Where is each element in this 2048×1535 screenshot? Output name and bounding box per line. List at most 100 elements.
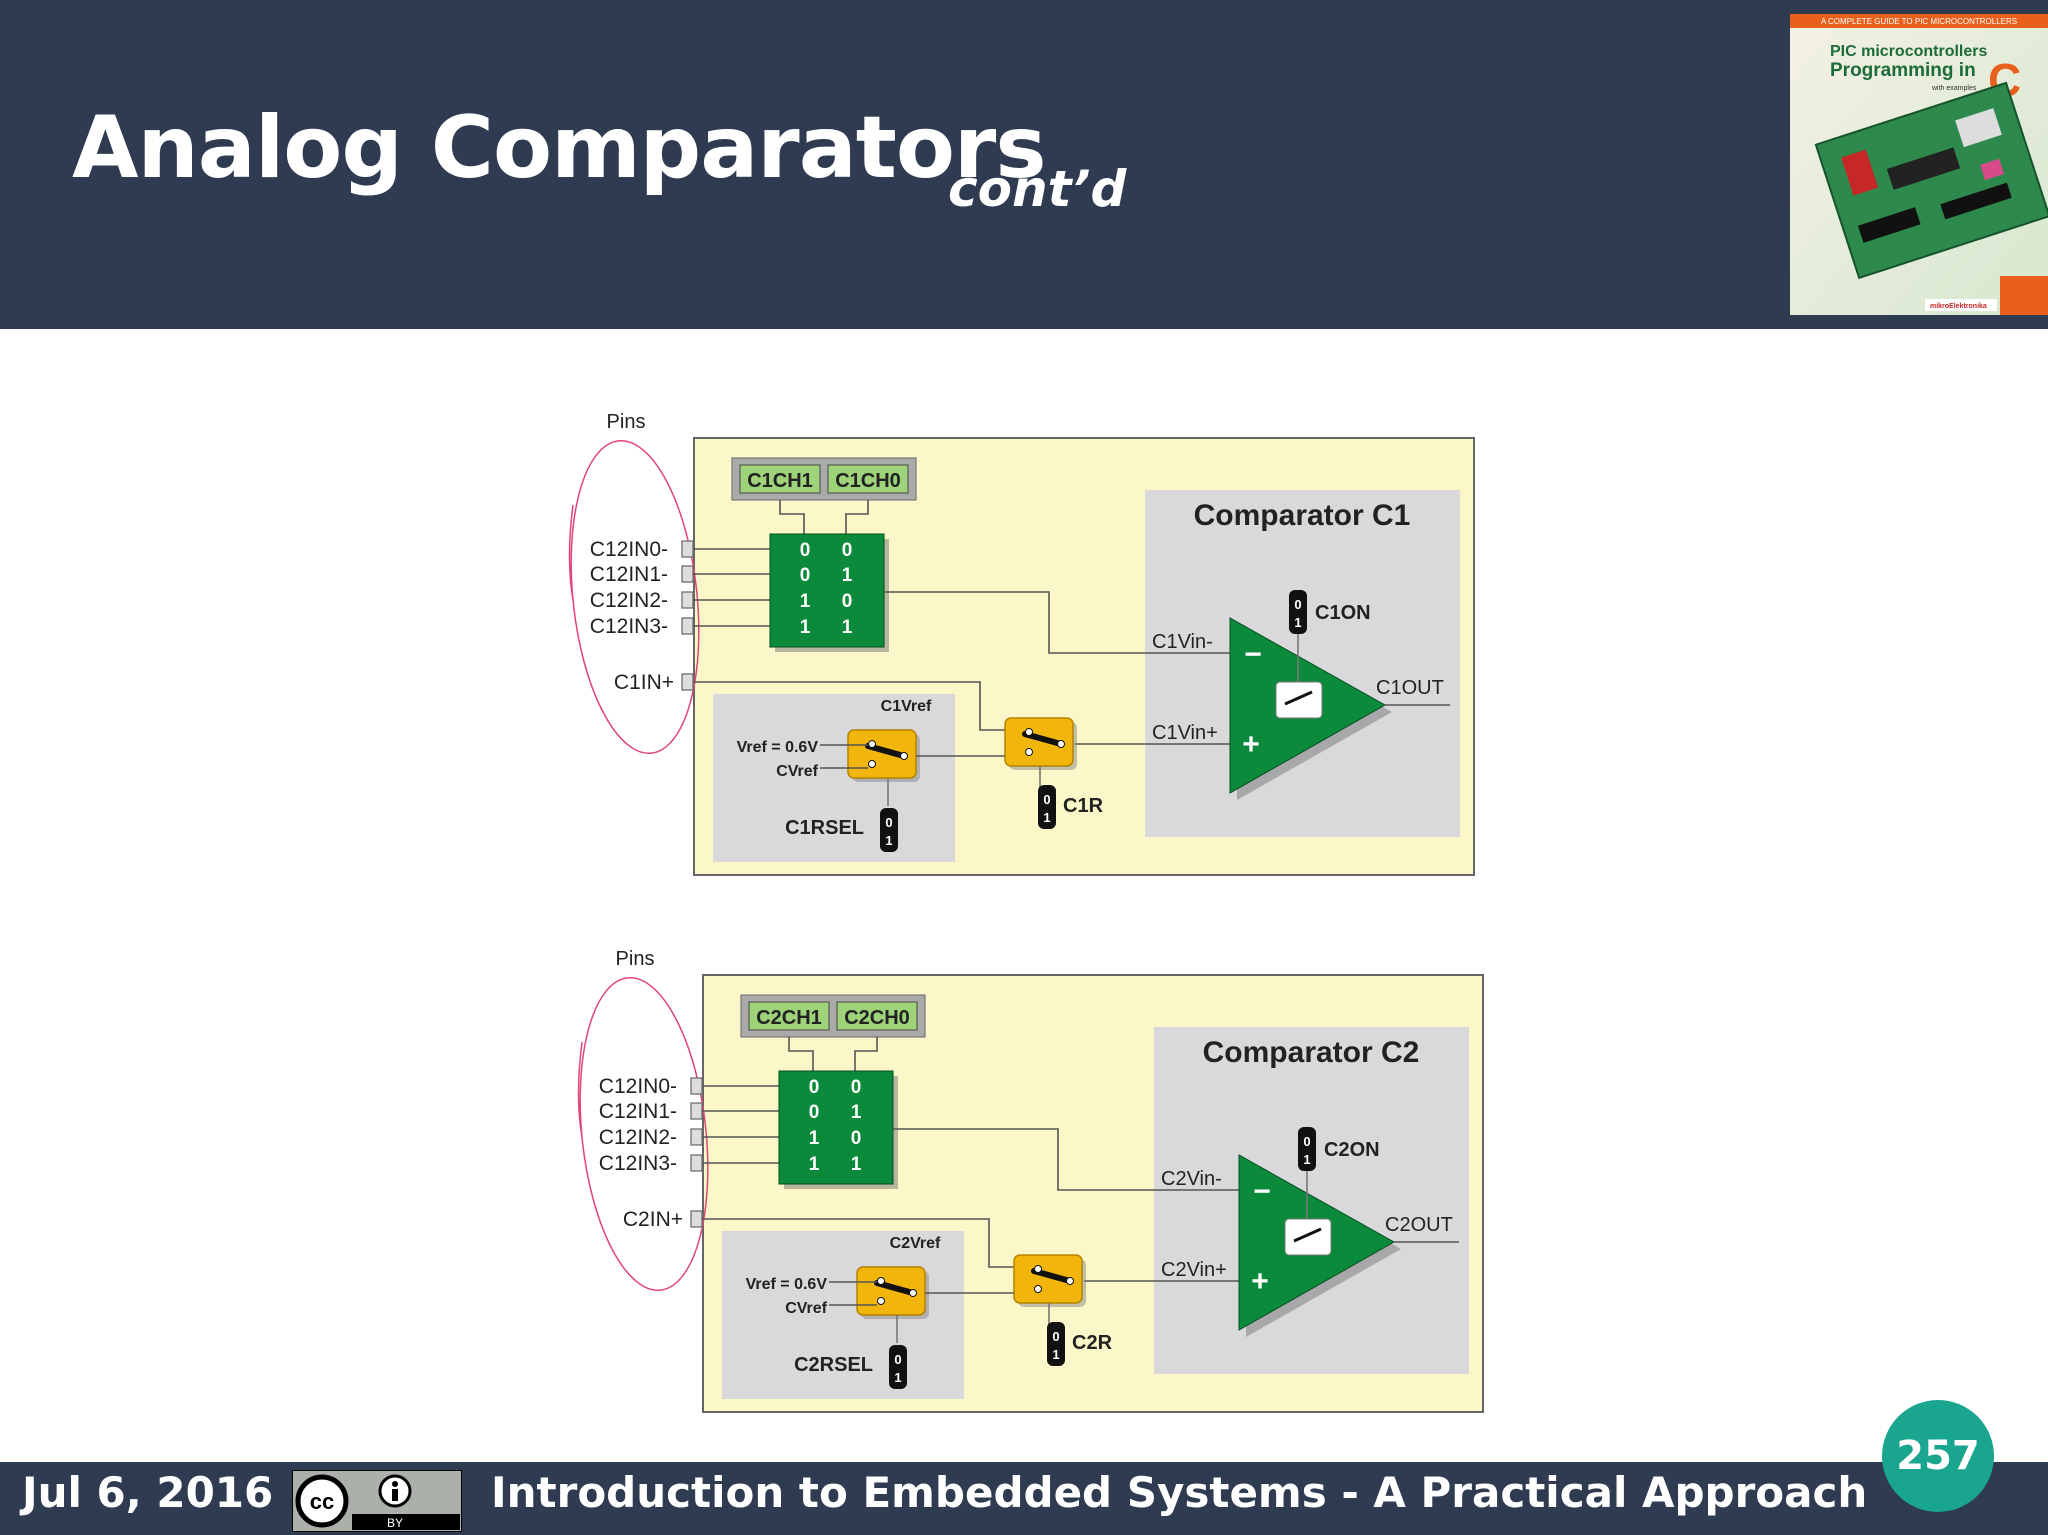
- switch-icon: [1004, 717, 1077, 770]
- switch-contact: [1025, 748, 1033, 756]
- cc-icon: [295, 1474, 349, 1528]
- pin-label-1: C12IN1-: [590, 563, 668, 586]
- pin-label-2: C12IN2-: [590, 589, 668, 612]
- mux-cell: 0: [851, 1077, 862, 1098]
- r-label: C2R: [1072, 1332, 1113, 1354]
- mux-cell: 1: [851, 1102, 862, 1123]
- pin-label-plus: C1IN+: [614, 671, 674, 694]
- mux-block: [778, 1070, 894, 1185]
- bit-selector-icon: 01: [1298, 1127, 1316, 1171]
- select-bit-0-label: C1CH0: [835, 470, 901, 492]
- output-label: C2OUT: [1385, 1214, 1453, 1236]
- wire: [788, 1037, 814, 1071]
- opamp-minus: −: [1244, 638, 1262, 671]
- switch-contact: [909, 1289, 917, 1297]
- mux-cell: 1: [800, 591, 811, 612]
- switch-contact: [868, 740, 876, 748]
- switch-icon: [847, 729, 920, 782]
- bit-selector-body: [1298, 1127, 1316, 1171]
- mux-cell: 0: [800, 565, 811, 586]
- pins-label: Pins: [616, 948, 655, 970]
- bit-one: 1: [894, 1370, 901, 1385]
- footer-date: Jul 6, 2016: [22, 1468, 274, 1517]
- switch-lever: [1022, 731, 1064, 747]
- switch-contact: [877, 1297, 885, 1305]
- slide-header: [0, 0, 2048, 329]
- comparator-diagram-2: Comparator C2C2VrefPinsC12IN0-C12IN1-C12…: [577, 948, 1484, 1413]
- bit-selector-icon: 01: [1038, 785, 1056, 829]
- switch-contact: [1057, 740, 1065, 748]
- wire: [854, 1037, 878, 1071]
- opamp-switch-icon: [1284, 1218, 1332, 1256]
- mux-block: [769, 533, 885, 648]
- select-bit-box: [827, 464, 909, 494]
- switch-body: [856, 1266, 926, 1316]
- opamp-plus: +: [1251, 1265, 1269, 1298]
- wire: [845, 500, 869, 534]
- vref-title: C1Vref: [881, 698, 932, 715]
- switch-lever: [865, 743, 907, 759]
- bit-zero: 0: [885, 815, 892, 830]
- pins-highlight-stroke: [568, 504, 574, 601]
- select-bit-0-label: C2CH0: [844, 1007, 910, 1029]
- switch-body: [1004, 717, 1074, 767]
- pin-label-0: C12IN0-: [599, 1075, 677, 1098]
- bit-zero: 0: [894, 1352, 901, 1367]
- bit-selector-body: [1047, 1322, 1065, 1366]
- select-bit-box: [836, 1001, 918, 1031]
- cc-text: cc: [310, 1489, 334, 1514]
- r-label: C1R: [1063, 795, 1104, 817]
- bit-zero: 0: [1052, 1329, 1059, 1344]
- bit-selector-icon: 01: [1289, 590, 1307, 634]
- pin-label-2: C12IN2-: [599, 1126, 677, 1149]
- vref-title: C2Vref: [890, 1235, 941, 1252]
- select-bit-box: [748, 1001, 830, 1031]
- switch-contact: [1025, 728, 1033, 736]
- cover-line2: Programming in: [1830, 60, 1976, 81]
- slide-subtitle: cont’d: [948, 160, 1127, 218]
- cvref-label: CVref: [785, 1300, 827, 1317]
- pin-box: [681, 540, 694, 558]
- bit-one: 1: [1052, 1347, 1059, 1362]
- bit-selector-body: [880, 808, 898, 852]
- opamp-minus: −: [1253, 1175, 1271, 1208]
- bit-zero: 0: [1043, 792, 1050, 807]
- pcb-board-icon: [1814, 81, 2048, 280]
- comparator-diagram-1: Comparator C1C1VrefPinsC12IN0-C12IN1-C12…: [568, 411, 1475, 876]
- pin-label-0: C12IN0-: [590, 538, 668, 561]
- pin-box: [690, 1154, 703, 1172]
- cover-with-examples: with examples: [1931, 85, 1977, 92]
- mux-cell: 0: [842, 591, 853, 612]
- pin-box: [690, 1102, 703, 1120]
- bit-zero: 0: [1294, 597, 1301, 612]
- pin-box: [681, 617, 694, 635]
- mux-cell: 1: [842, 565, 853, 586]
- bit-one: 1: [1303, 1152, 1310, 1167]
- vref-fixed-label: Vref = 0.6V: [737, 739, 819, 756]
- bit-one: 1: [885, 833, 892, 848]
- cover-line1: PIC microcontrollers: [1830, 43, 1987, 60]
- switch-icon: [856, 1266, 929, 1319]
- switch-body: [1013, 1254, 1083, 1304]
- pin-box: [681, 591, 694, 609]
- switch-contact: [868, 760, 876, 768]
- comparator-title: Comparator C2: [1203, 1036, 1420, 1069]
- bit-one: 1: [1294, 615, 1301, 630]
- pin-box: [681, 565, 694, 583]
- bit-selector-body: [1289, 590, 1307, 634]
- select-bit-1-label: C2CH1: [756, 1007, 822, 1029]
- switch-contact: [1034, 1265, 1042, 1273]
- page-number-badge: 257: [1882, 1400, 1994, 1512]
- comparator-title: Comparator C1: [1194, 499, 1411, 532]
- on-label: C1ON: [1315, 602, 1371, 624]
- mux-cell: 0: [809, 1077, 820, 1098]
- on-label: C2ON: [1324, 1139, 1380, 1161]
- switch-contact: [1034, 1285, 1042, 1293]
- pin-box: [690, 1128, 703, 1146]
- wire: [702, 1218, 1019, 1268]
- footer-course-title: Introduction to Embedded Systems - A Pra…: [491, 1468, 1868, 1517]
- mux-cell: 0: [851, 1128, 862, 1149]
- mux-cell: 1: [809, 1154, 820, 1175]
- pin-label-3: C12IN3-: [590, 615, 668, 638]
